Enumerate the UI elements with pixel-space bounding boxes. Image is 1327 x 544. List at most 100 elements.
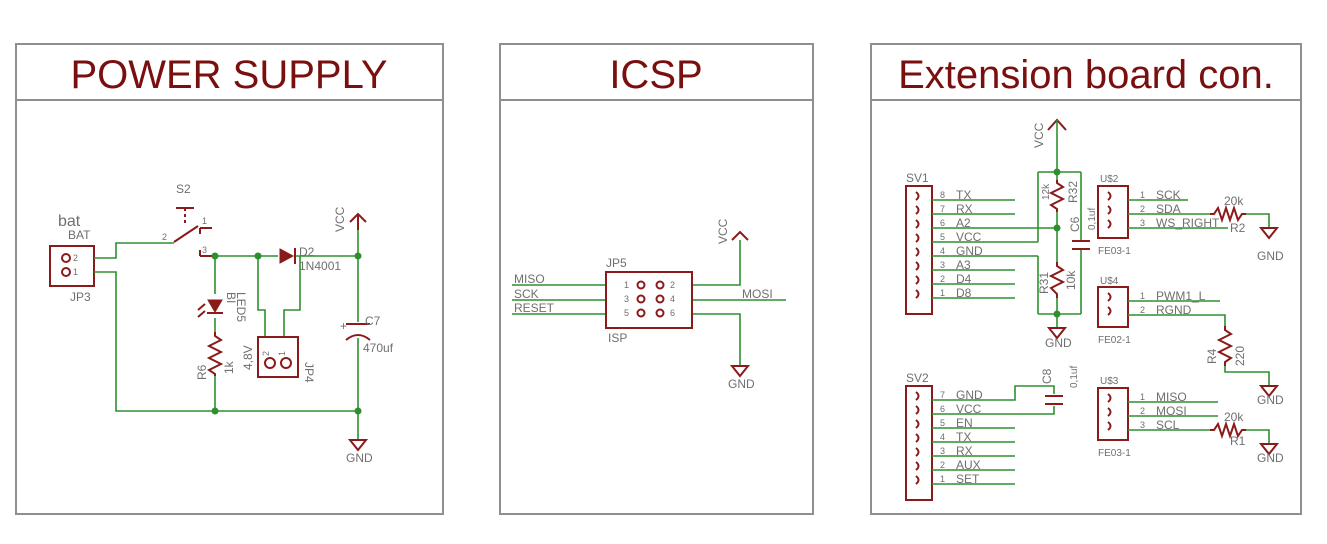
reset-label: RESET [514, 301, 555, 315]
led5-light-ray [197, 303, 206, 311]
junction-dot [1053, 224, 1061, 232]
jp5-pin-hole [655, 280, 665, 290]
vcc-label: VCC [333, 206, 347, 232]
sv2-pin-number: 4 [940, 432, 945, 442]
gnd-label: GND [1257, 249, 1284, 263]
sv2-header-body [905, 385, 933, 501]
d2-diode-body [279, 248, 295, 264]
led5-value: BI [224, 292, 238, 303]
net-jp4-pin2 [257, 256, 266, 337]
s2-name: S2 [176, 182, 191, 196]
junction-dot [211, 252, 219, 260]
u2-pin-signal: WS_RIGHT [1156, 216, 1220, 230]
gnd-label: GND [346, 451, 373, 465]
sv1-name: SV1 [906, 171, 929, 185]
junction-dot [1053, 310, 1061, 318]
net-icsp-vcc [692, 240, 741, 286]
u2-pin-contact [1107, 205, 1112, 215]
d2-name: D2 [299, 245, 315, 259]
gnd-triangle-symbol [1258, 227, 1280, 240]
c7-name: C7 [365, 314, 381, 328]
junction-dot [354, 252, 362, 260]
jp3-net-name: bat [58, 213, 81, 230]
sv2-pin-signal: GND [956, 388, 983, 402]
u4-pin-number: 1 [1140, 291, 1145, 301]
jp5-pin-label: 1 [624, 280, 629, 290]
sv1-pin-signal: A3 [956, 258, 971, 272]
gnd-triangle-symbol [347, 439, 369, 452]
icsp-title: ICSP [609, 53, 702, 97]
jp4-pin2-label: 2 [261, 351, 271, 356]
u2-pin-number: 2 [1140, 204, 1145, 214]
sv2-pin-contact [915, 419, 920, 429]
gnd-label: GND [1257, 393, 1284, 407]
u3-pin-contact [1107, 407, 1112, 417]
sv2-pin-signal: TX [956, 430, 971, 444]
s2-pin1-label: 1 [202, 216, 207, 226]
sv1-pin-contact [915, 261, 920, 271]
jp5-pin-hole [636, 294, 646, 304]
r2-to-gnd [1246, 213, 1270, 228]
sv2-pin-contact [915, 433, 920, 443]
c8-name: C8 [1040, 368, 1054, 384]
sv1-pin-signal: RX [956, 202, 973, 216]
r31-value: 10k [1064, 270, 1078, 290]
net-icsp-gnd [692, 313, 741, 366]
power-supply-panel: POWER SUPPLY bat BAT JP3 2 1 S2 1 2 3 [15, 43, 444, 515]
net-jp4-pin1 [283, 256, 301, 337]
u4-pin-number: 2 [1140, 305, 1145, 315]
r6-resistor-body [206, 332, 224, 376]
sv1-pin-number: 2 [940, 274, 945, 284]
gnd-label: GND [728, 377, 755, 391]
extension-panel: Extension board con. SV1 8 7 6 5 4 [870, 43, 1302, 515]
jp3-name: JP3 [70, 290, 91, 304]
c7-plate-bottom [345, 334, 371, 341]
sv1-pin-number: 3 [940, 260, 945, 270]
sv2-pin-number: 7 [940, 390, 945, 400]
sv1-pin-number: 7 [940, 204, 945, 214]
junction-dot [354, 407, 362, 415]
u4-pin-contact [1107, 306, 1112, 316]
u2-pin-number: 3 [1140, 218, 1145, 228]
jp3-pin1-hole [61, 267, 71, 277]
gnd-triangle-symbol [1258, 443, 1280, 456]
sv2-pin-number: 6 [940, 404, 945, 414]
u3-pin-number: 2 [1140, 406, 1145, 416]
led5-light-ray [197, 310, 206, 318]
net-ground-bus [94, 271, 358, 412]
r4-to-gnd [1224, 366, 1270, 386]
u3-pin-number: 3 [1140, 420, 1145, 430]
mosi-label: MOSI [742, 287, 773, 301]
r2-name: R2 [1230, 221, 1246, 235]
sv1-pin-number: 4 [940, 246, 945, 256]
u4-pin-signal: PWM1_L [1156, 289, 1206, 303]
gnd-triangle-symbol [729, 365, 751, 378]
jp5-pin-label: 2 [670, 280, 675, 290]
r1-to-gnd [1246, 429, 1270, 444]
u3-pin-contact [1107, 393, 1112, 403]
jp5-pin-hole [655, 294, 665, 304]
sv2-pin-number: 2 [940, 460, 945, 470]
sv1-pin-contact [915, 233, 920, 243]
sv2-pin-contact [915, 405, 920, 415]
sv1-pin-contact [915, 289, 920, 299]
sv2-pin-contact [915, 391, 920, 401]
r31-resistor-body [1048, 262, 1066, 298]
sv1-pin-contact [915, 247, 920, 257]
led5-name: LED5 [234, 292, 248, 322]
u4-pin-signal: RGND [1156, 303, 1192, 317]
jp3-connector-body [49, 245, 95, 287]
sv2-name: SV2 [906, 371, 929, 385]
sv1-pin-signal: D8 [956, 286, 972, 300]
icsp-panel: ICSP 1 3 5 2 4 6 JP5 ISP MISO SCK RESET … [499, 43, 814, 515]
u3-pin-signal: MOSI [1156, 404, 1187, 418]
jp5-name: JP5 [606, 256, 627, 270]
u2-pin-signal: SCK [1156, 188, 1181, 202]
jp3-value: BAT [68, 228, 91, 242]
sv2-pin-number: 3 [940, 446, 945, 456]
icsp-frame [499, 43, 814, 515]
sv1-pin-contact [915, 205, 920, 215]
s2-blade [173, 225, 199, 243]
sv2-pin-signal: VCC [956, 402, 982, 416]
